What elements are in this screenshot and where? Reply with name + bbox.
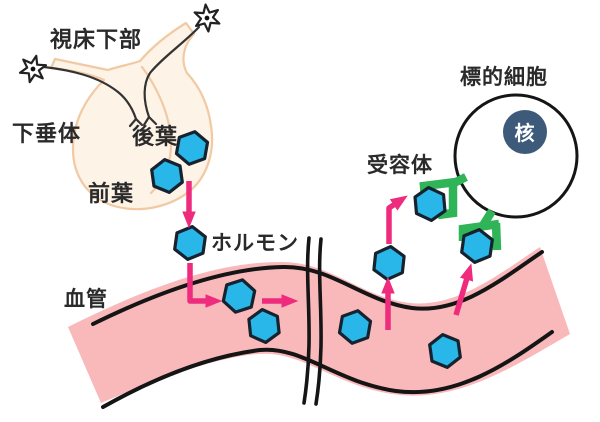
label-nucleus: 核 [515,121,536,145]
blood-vessel [68,236,570,409]
receptor-stem [450,173,468,188]
receptor-stem [478,208,496,230]
to-receptor-arrow [386,195,408,244]
to-receptor-arrow-tilted [453,263,474,316]
label-receptor: 受容体 [367,153,433,177]
axon-right-terminal [142,115,158,127]
blood-vessel-wall-top [91,250,544,326]
axon-right [143,25,201,119]
hormone-hexagon [171,223,209,263]
vessel-break-marks [302,236,323,406]
label-hormone: ホルモン [211,232,299,255]
into-vessel-arrow [187,263,223,308]
label-target-cell: 標的細胞 [460,65,548,89]
label-anterior-lobe: 前葉 [88,181,134,206]
axon-left-terminal [128,117,144,128]
label-blood-vessel: 血管 [64,287,108,311]
labels: 視床下部 下垂体 後葉 前葉 ホルモン 血管 受容体 標的細胞 [12,27,548,311]
neurosecretory-cells [42,25,201,128]
hormone-hexagon [371,243,407,283]
break-line-2 [314,237,323,406]
receptor-claw [491,222,502,251]
neuron-nucleus-dot [30,66,36,72]
axon-left [42,65,138,121]
flow-arrows [182,181,474,330]
target-cell-membrane [453,93,579,219]
neuron-cell-body-left [17,51,49,87]
neuron-cell-body-right [192,2,222,34]
label-posterior-lobe: 後葉 [132,124,178,149]
nucleus-circle [503,110,547,154]
target-cell: 核 [453,93,579,219]
label-hypothalamus: 視床下部 [50,27,142,52]
neuron-nucleus-dot [204,15,210,21]
break-line-1 [302,236,311,405]
label-pituitary: 下垂体 [12,121,81,146]
receptor-claw [437,185,458,220]
